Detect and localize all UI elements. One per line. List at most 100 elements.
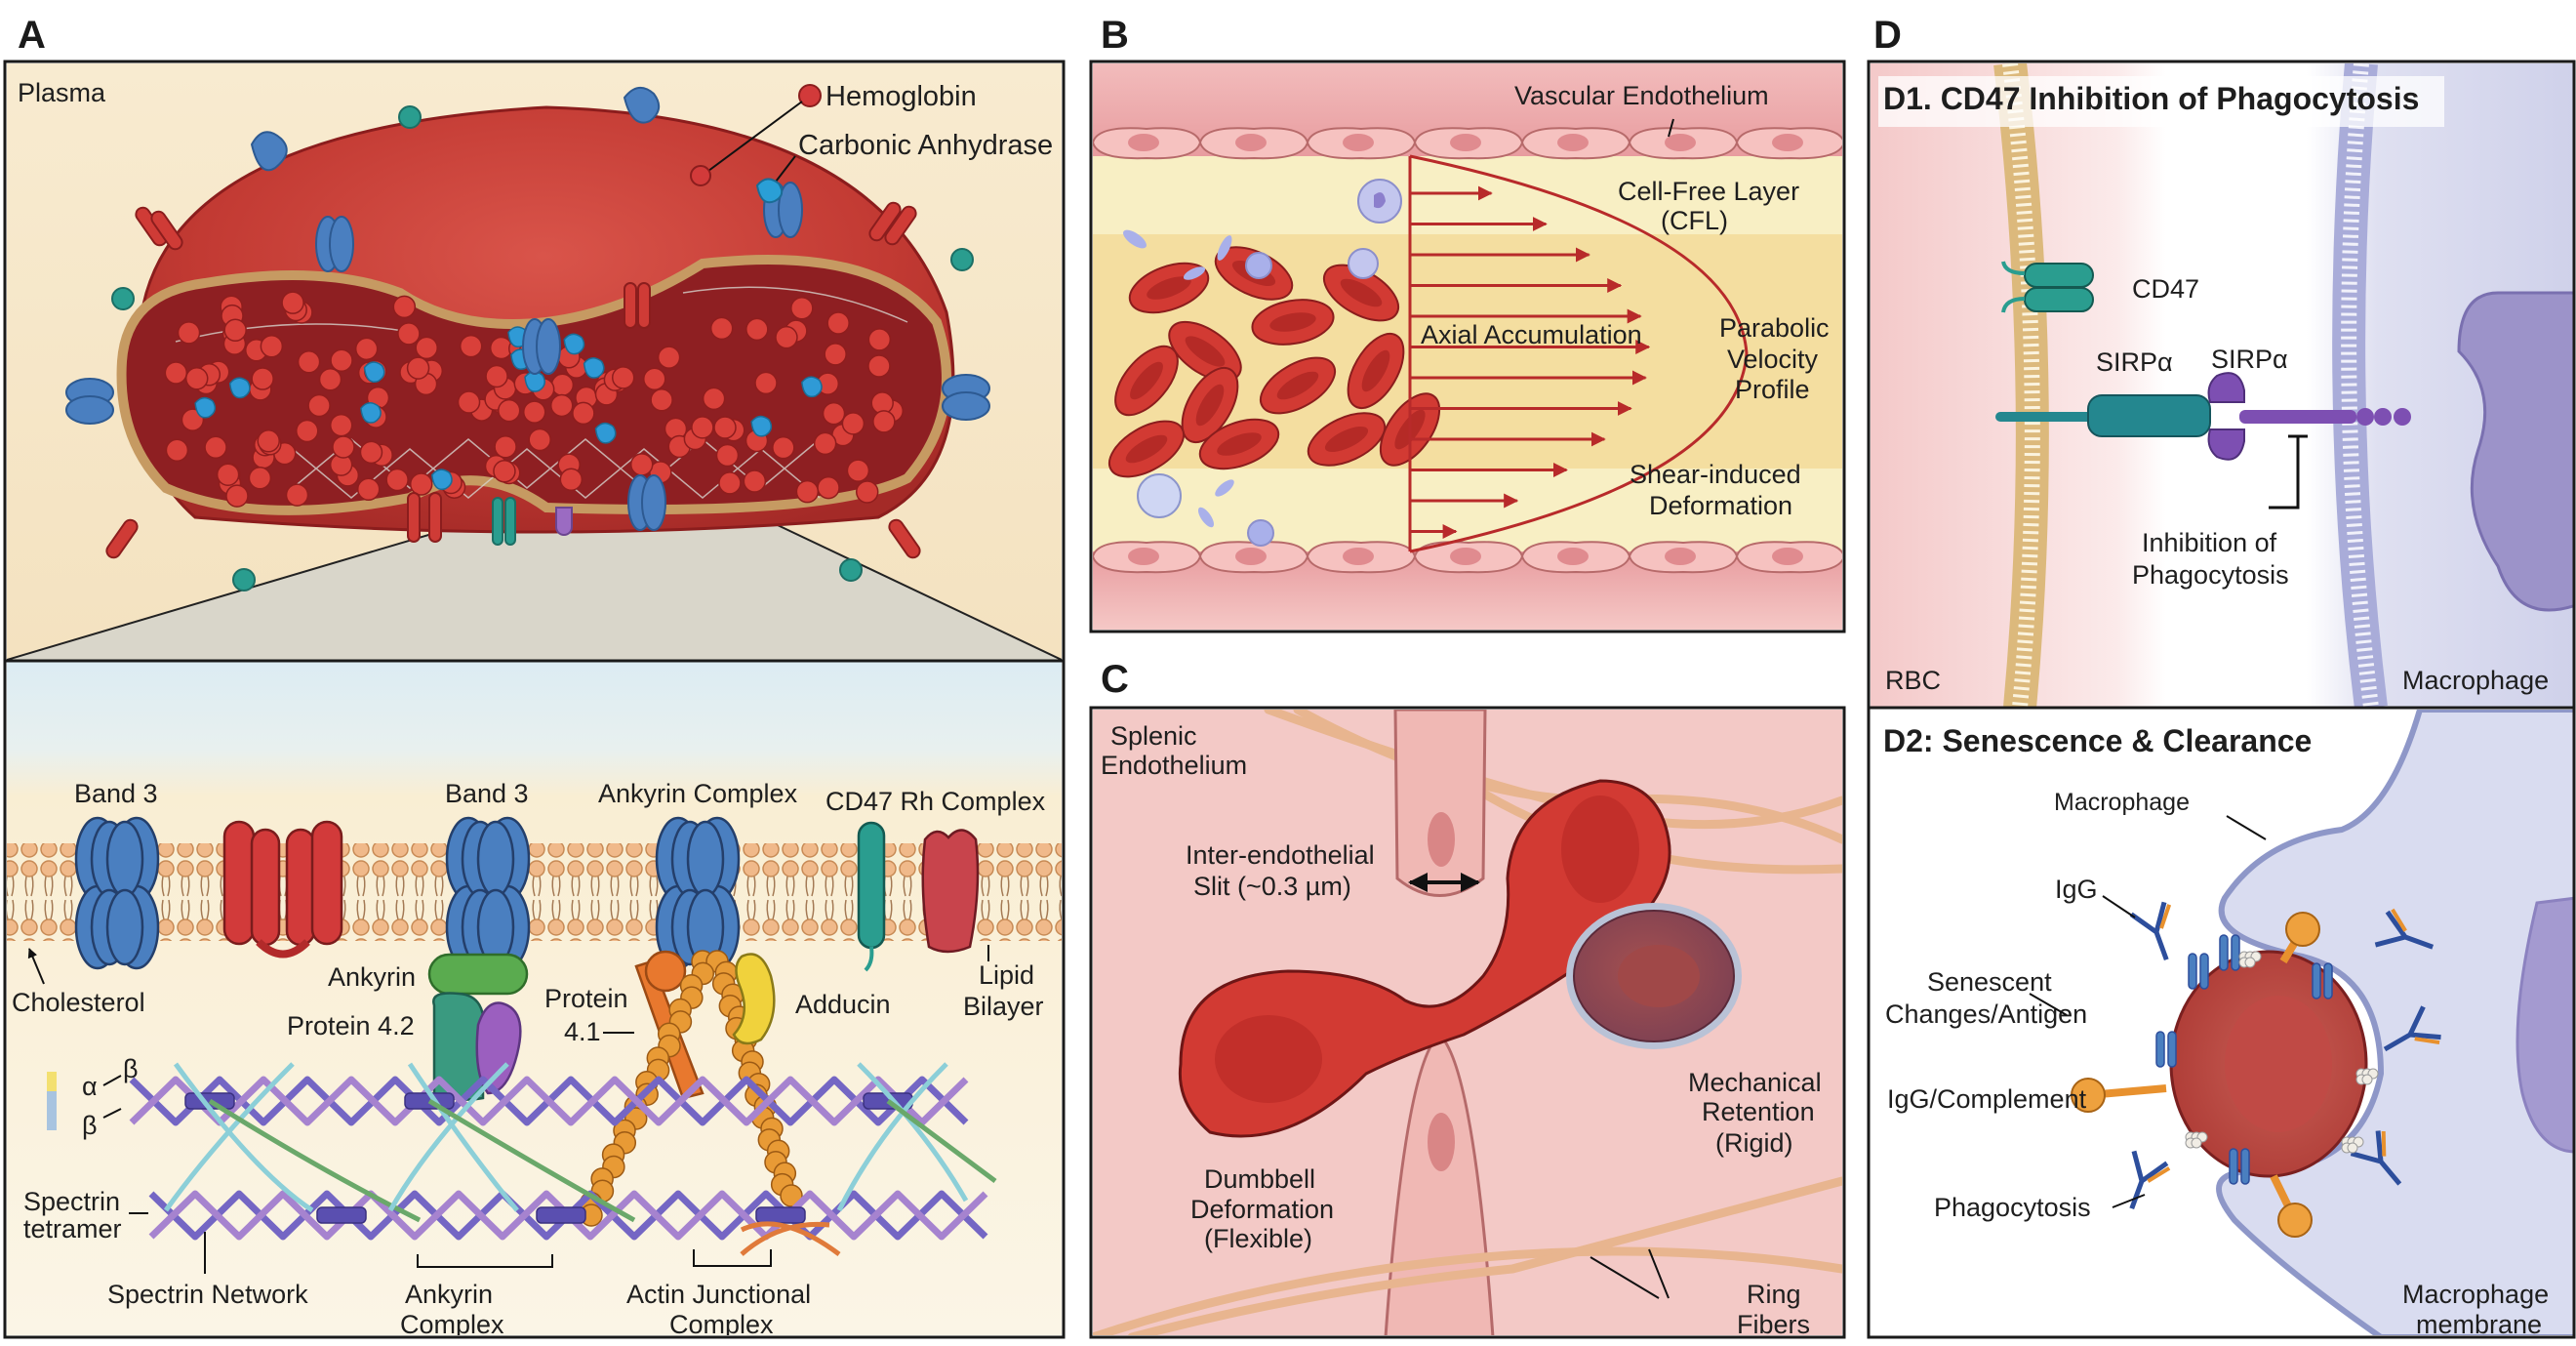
- panel-letter-c: C: [1101, 658, 1129, 701]
- hemoglobin-dot: [754, 371, 778, 395]
- macrophage-nucleus-d2: [2516, 896, 2574, 1154]
- junctional-node: [536, 1206, 586, 1224]
- junctional-node: [755, 1206, 806, 1224]
- label-parabolic-l3: Profile: [1735, 375, 1810, 404]
- label-cfl-l1: Cell-Free Layer: [1618, 177, 1799, 206]
- rbc-concavity: [1361, 349, 1390, 392]
- rbc-concavity: [1340, 278, 1383, 307]
- zoom-projection: [7, 517, 1062, 660]
- hemoglobin-dot: [790, 297, 814, 320]
- hemoglobin-dot: [494, 435, 517, 459]
- hemoglobin-dot: [691, 416, 714, 439]
- carbonic-anhydrase-particle: [360, 402, 382, 424]
- hemoglobin-dot: [415, 336, 438, 360]
- hemoglobin-dot: [251, 367, 274, 390]
- panel-d2: D2: Senescence & Clearance Macrophage Ig…: [1871, 710, 2574, 1335]
- label-igg-complement: IgG/Complement: [1887, 1084, 2087, 1114]
- label-beta-bottom: β: [82, 1111, 98, 1140]
- hemoglobin-dot: [550, 373, 575, 397]
- hemoglobin-dot: [813, 431, 837, 456]
- label-ankyrin-complex: Ankyrin Complex: [598, 779, 798, 808]
- hemoglobin-dot: [285, 483, 309, 507]
- hemoglobin-dot: [817, 475, 840, 500]
- panel-d: D1. CD47 Inhibition of Phagocytosis CD47…: [1867, 60, 2576, 1339]
- igg-antibody: [2383, 1005, 2441, 1052]
- band3-mid: [445, 816, 531, 970]
- label-splenic-l1: Splenic: [1110, 721, 1197, 751]
- band3-left: [74, 816, 160, 970]
- igg-light-chain: [2159, 904, 2172, 929]
- igg-heavy-chain: [2383, 1005, 2441, 1052]
- label-sirpa-left: SIRPα: [2096, 347, 2173, 377]
- label-protein41-l1: Protein: [544, 984, 628, 1013]
- d2-title: D2: Senescence & Clearance: [1883, 723, 2312, 758]
- complement-head: [2285, 912, 2320, 947]
- label-dumbbell-l3: (Flexible): [1204, 1224, 1312, 1253]
- hemoglobin-dot: [611, 366, 635, 389]
- carbonic-anhydrase-particle: [194, 396, 217, 419]
- membrane-receptor: [2231, 934, 2240, 971]
- hemoglobin-dot: [409, 472, 433, 496]
- hemoglobin-dot: [359, 440, 383, 465]
- carbonic-anhydrase-particle: [750, 415, 773, 437]
- label-cfl-l2: (CFL): [1661, 206, 1728, 235]
- label-protein42: Protein 4.2: [287, 1011, 415, 1040]
- cd47-shape: [857, 821, 886, 950]
- label-ring-l2: Fibers: [1737, 1310, 1810, 1339]
- label-axial-accumulation: Axial Accumulation: [1421, 320, 1642, 349]
- legend-hemoglobin: Hemoglobin: [825, 81, 977, 112]
- label-parabolic-l1: Parabolic: [1719, 313, 1830, 343]
- panel-d-border: [1867, 60, 2576, 1339]
- hemoglobin-dot: [867, 354, 891, 378]
- label-shear-l2: Deformation: [1649, 491, 1792, 520]
- endothelial-cell-upper: [1393, 710, 1487, 897]
- spectrin-crosslink: [857, 1062, 969, 1203]
- hemoglobin-dot: [822, 401, 846, 426]
- label-dumbbell-l1: Dumbbell: [1204, 1164, 1315, 1194]
- hemoglobin-dot: [225, 484, 249, 508]
- hemoglobin-dot: [330, 348, 353, 372]
- hemoglobin-dot: [743, 469, 767, 493]
- senescent-aggregate: [2361, 1074, 2373, 1085]
- adducin-shape: [732, 953, 776, 1045]
- membrane-receptor: [2240, 1148, 2250, 1185]
- rbc-concavity: [1217, 432, 1262, 456]
- panel-c-border: [1089, 706, 1846, 1339]
- hemoglobin-dot: [318, 367, 342, 391]
- hemoglobin-dot: [459, 334, 483, 358]
- white-cells-platelets: [1123, 179, 1402, 547]
- panel-c: Splenic Endothelium Inter-endothelial Sl…: [1089, 706, 1846, 1339]
- label-band3-left: Band 3: [74, 779, 158, 808]
- protein42-purple: [475, 1001, 522, 1095]
- rbc-concavity: [1185, 336, 1226, 367]
- hemoglobin-dot: [824, 343, 847, 366]
- label-lipid-l1: Lipid: [979, 960, 1034, 990]
- label-shear-l1: Shear-induced: [1630, 460, 1801, 489]
- igg-heavy-chain: [2374, 910, 2435, 950]
- igg-antibody: [2129, 1150, 2171, 1210]
- endothelial-cells-bottom: [1093, 541, 1842, 574]
- label-inhibition-l1: Inhibition of: [2142, 528, 2277, 557]
- actin-bead: [780, 1184, 803, 1207]
- hemoglobin-dot: [709, 316, 734, 341]
- panel-letter-a: A: [18, 14, 46, 57]
- senescent-aggregate: [2191, 1137, 2202, 1149]
- rbc-concavity: [1276, 371, 1319, 400]
- endothelial-cells-top: [1093, 127, 1842, 160]
- label-macrophage-d2: Macrophage: [2054, 789, 2190, 816]
- hemoglobin-dot: [528, 428, 551, 452]
- rbc-concavity: [1125, 434, 1168, 464]
- rh-complex-shape: [921, 829, 980, 954]
- label-ankyrin: Ankyrin: [328, 962, 416, 992]
- hemoglobin-dot: [629, 453, 654, 476]
- hemoglobin-dot: [841, 412, 865, 435]
- membrane-receptor: [2155, 1031, 2165, 1068]
- rbc-concavity: [1130, 361, 1163, 400]
- label-igg: IgG: [2055, 875, 2098, 904]
- carbonic-anhydrase-particle: [363, 361, 385, 383]
- legend-carbonic-anhydrase: Carbonic Anhydrase: [798, 130, 1053, 161]
- hemoglobin-particles: [164, 291, 905, 508]
- label-retention-l2: Retention: [1702, 1097, 1815, 1126]
- endothelial-nucleus: [1235, 548, 1267, 565]
- membrane-receptor: [2312, 962, 2321, 999]
